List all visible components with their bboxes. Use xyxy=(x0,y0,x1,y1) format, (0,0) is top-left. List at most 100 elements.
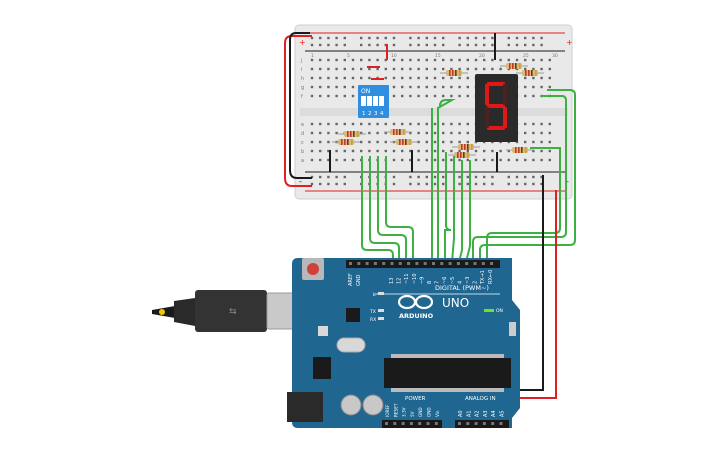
breadboard-hole[interactable] xyxy=(310,122,314,126)
breadboard-hole[interactable] xyxy=(540,149,543,153)
breadboard-hole[interactable] xyxy=(327,67,330,71)
breadboard-hole[interactable] xyxy=(425,58,428,62)
breadboard-hole[interactable] xyxy=(466,58,469,62)
breadboard-hole[interactable] xyxy=(343,76,346,80)
rail-hole[interactable] xyxy=(319,182,322,186)
breadboard-hole[interactable] xyxy=(384,58,387,62)
breadboard-hole[interactable] xyxy=(392,158,396,162)
header-pin[interactable] xyxy=(423,262,427,265)
rail-hole[interactable] xyxy=(376,43,379,47)
breadboard-hole[interactable] xyxy=(450,76,453,80)
breadboard-hole[interactable] xyxy=(351,122,355,126)
rail-hole[interactable] xyxy=(417,182,420,186)
breadboard-hole[interactable] xyxy=(466,149,469,153)
breadboard-hole[interactable] xyxy=(384,122,387,126)
rail-hole[interactable] xyxy=(310,36,314,40)
breadboard-hole[interactable] xyxy=(540,76,543,80)
rail-hole[interactable] xyxy=(327,175,330,179)
breadboard-hole[interactable] xyxy=(401,58,404,62)
breadboard-hole[interactable] xyxy=(327,85,330,89)
green-wire[interactable] xyxy=(444,152,452,262)
header-pin[interactable] xyxy=(426,422,430,425)
header-pin[interactable] xyxy=(385,422,388,425)
rail-hole[interactable] xyxy=(507,175,510,179)
rail-hole[interactable] xyxy=(466,43,469,47)
breadboard-hole[interactable] xyxy=(392,94,396,98)
breadboard-hole[interactable] xyxy=(540,122,543,126)
breadboard-hole[interactable] xyxy=(433,94,437,98)
header-pin[interactable] xyxy=(466,422,470,425)
rail-hole[interactable] xyxy=(458,43,461,47)
breadboard-hole[interactable] xyxy=(351,158,355,162)
green-wire[interactable] xyxy=(369,156,400,262)
rail-hole[interactable] xyxy=(425,43,428,47)
rail-hole[interactable] xyxy=(417,175,420,179)
breadboard-hole[interactable] xyxy=(335,58,338,62)
rail-hole[interactable] xyxy=(392,43,396,47)
breadboard-hole[interactable] xyxy=(351,76,355,80)
breadboard-hole[interactable] xyxy=(442,85,445,89)
rail-hole[interactable] xyxy=(409,43,412,47)
breadboard-hole[interactable] xyxy=(425,67,428,71)
rail-hole[interactable] xyxy=(491,43,494,47)
rail-hole[interactable] xyxy=(368,36,371,40)
rail-hole[interactable] xyxy=(532,182,535,186)
breadboard-hole[interactable] xyxy=(540,67,543,71)
breadboard-hole[interactable] xyxy=(425,94,428,98)
breadboard-hole[interactable] xyxy=(540,140,543,144)
rail-hole[interactable] xyxy=(483,43,486,47)
rail-hole[interactable] xyxy=(466,36,469,40)
breadboard-hole[interactable] xyxy=(532,58,535,62)
breadboard-hole[interactable] xyxy=(417,122,420,126)
breadboard-hole[interactable] xyxy=(524,76,527,80)
breadboard-hole[interactable] xyxy=(319,158,322,162)
breadboard-hole[interactable] xyxy=(458,122,461,126)
breadboard-hole[interactable] xyxy=(401,158,404,162)
breadboard-hole[interactable] xyxy=(376,149,379,153)
breadboard-hole[interactable] xyxy=(327,122,330,126)
breadboard-hole[interactable] xyxy=(319,76,322,80)
breadboard-hole[interactable] xyxy=(409,131,412,135)
rail-hole[interactable] xyxy=(433,175,437,179)
breadboard-hole[interactable] xyxy=(335,85,338,89)
rail-hole[interactable] xyxy=(532,43,535,47)
breadboard-hole[interactable] xyxy=(507,58,510,62)
breadboard-hole[interactable] xyxy=(384,149,387,153)
breadboard-hole[interactable] xyxy=(319,94,322,98)
rail-hole[interactable] xyxy=(425,175,428,179)
breadboard-hole[interactable] xyxy=(491,158,494,162)
header-pin[interactable] xyxy=(407,262,411,265)
breadboard-hole[interactable] xyxy=(360,58,363,62)
header-pin[interactable] xyxy=(390,262,394,265)
breadboard-hole[interactable] xyxy=(474,58,478,62)
breadboard-hole[interactable] xyxy=(368,122,371,126)
breadboard-hole[interactable] xyxy=(425,131,428,135)
breadboard-hole[interactable] xyxy=(466,67,469,71)
rail-hole[interactable] xyxy=(392,36,396,40)
breadboard-hole[interactable] xyxy=(384,76,387,80)
breadboard-hole[interactable] xyxy=(376,122,379,126)
breadboard-hole[interactable] xyxy=(458,94,461,98)
header-pin[interactable] xyxy=(474,422,478,425)
rail-hole[interactable] xyxy=(327,182,330,186)
breadboard-hole[interactable] xyxy=(524,131,527,135)
breadboard-hole[interactable] xyxy=(548,149,551,153)
breadboard-hole[interactable] xyxy=(450,149,453,153)
breadboard-hole[interactable] xyxy=(360,131,363,135)
rail-hole[interactable] xyxy=(425,182,428,186)
breadboard-hole[interactable] xyxy=(319,58,322,62)
breadboard-hole[interactable] xyxy=(458,58,461,62)
rail-hole[interactable] xyxy=(515,36,519,40)
breadboard-hole[interactable] xyxy=(442,140,445,144)
rail-hole[interactable] xyxy=(384,43,387,47)
breadboard-hole[interactable] xyxy=(515,140,519,144)
black-ground-loop-wire[interactable] xyxy=(289,32,312,179)
breadboard-hole[interactable] xyxy=(524,67,527,71)
breadboard-hole[interactable] xyxy=(335,94,338,98)
rail-hole[interactable] xyxy=(442,182,445,186)
breadboard-hole[interactable] xyxy=(376,58,379,62)
breadboard-hole[interactable] xyxy=(466,131,469,135)
rail-hole[interactable] xyxy=(491,36,494,40)
breadboard-hole[interactable] xyxy=(360,76,363,80)
